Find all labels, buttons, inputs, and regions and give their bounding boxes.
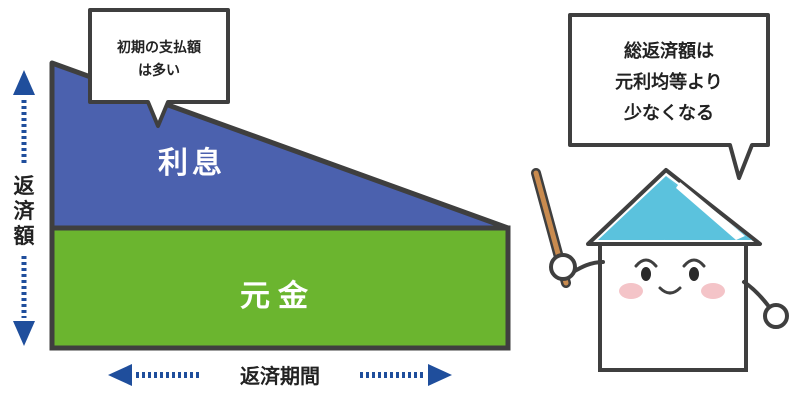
right-speech-bubble: 総返済額は 元利均等より 少なくなる	[568, 13, 770, 180]
principal-label: 元金	[240, 279, 316, 314]
y-arrow-down-icon	[13, 321, 35, 346]
right-bubble-line2: 元利均等より	[615, 71, 723, 93]
x-arrow-left-icon	[108, 364, 132, 386]
principal-area	[49, 225, 511, 351]
right-bubble-line3: 少なくなる	[623, 103, 714, 124]
x-arrow-right-icon	[428, 364, 452, 386]
y-axis-arrow	[13, 70, 35, 346]
left-bubble-line1: 初期の支払額	[117, 39, 201, 56]
house-mascot-icon	[531, 168, 789, 372]
y-axis-label-2: 済	[14, 199, 36, 223]
interest-label: 利息	[158, 146, 226, 181]
left-speech-bubble: 初期の支払額 は多い	[88, 8, 230, 128]
y-axis-label-1: 返	[14, 174, 35, 198]
left-bubble-line2: は多い	[138, 62, 180, 79]
y-arrow-up-icon	[13, 70, 35, 95]
x-axis-label: 返済期間	[240, 364, 320, 388]
x-axis-arrow	[108, 364, 452, 386]
right-bubble-line1: 総返済額は	[624, 40, 714, 62]
y-axis-label-3: 額	[13, 224, 35, 248]
